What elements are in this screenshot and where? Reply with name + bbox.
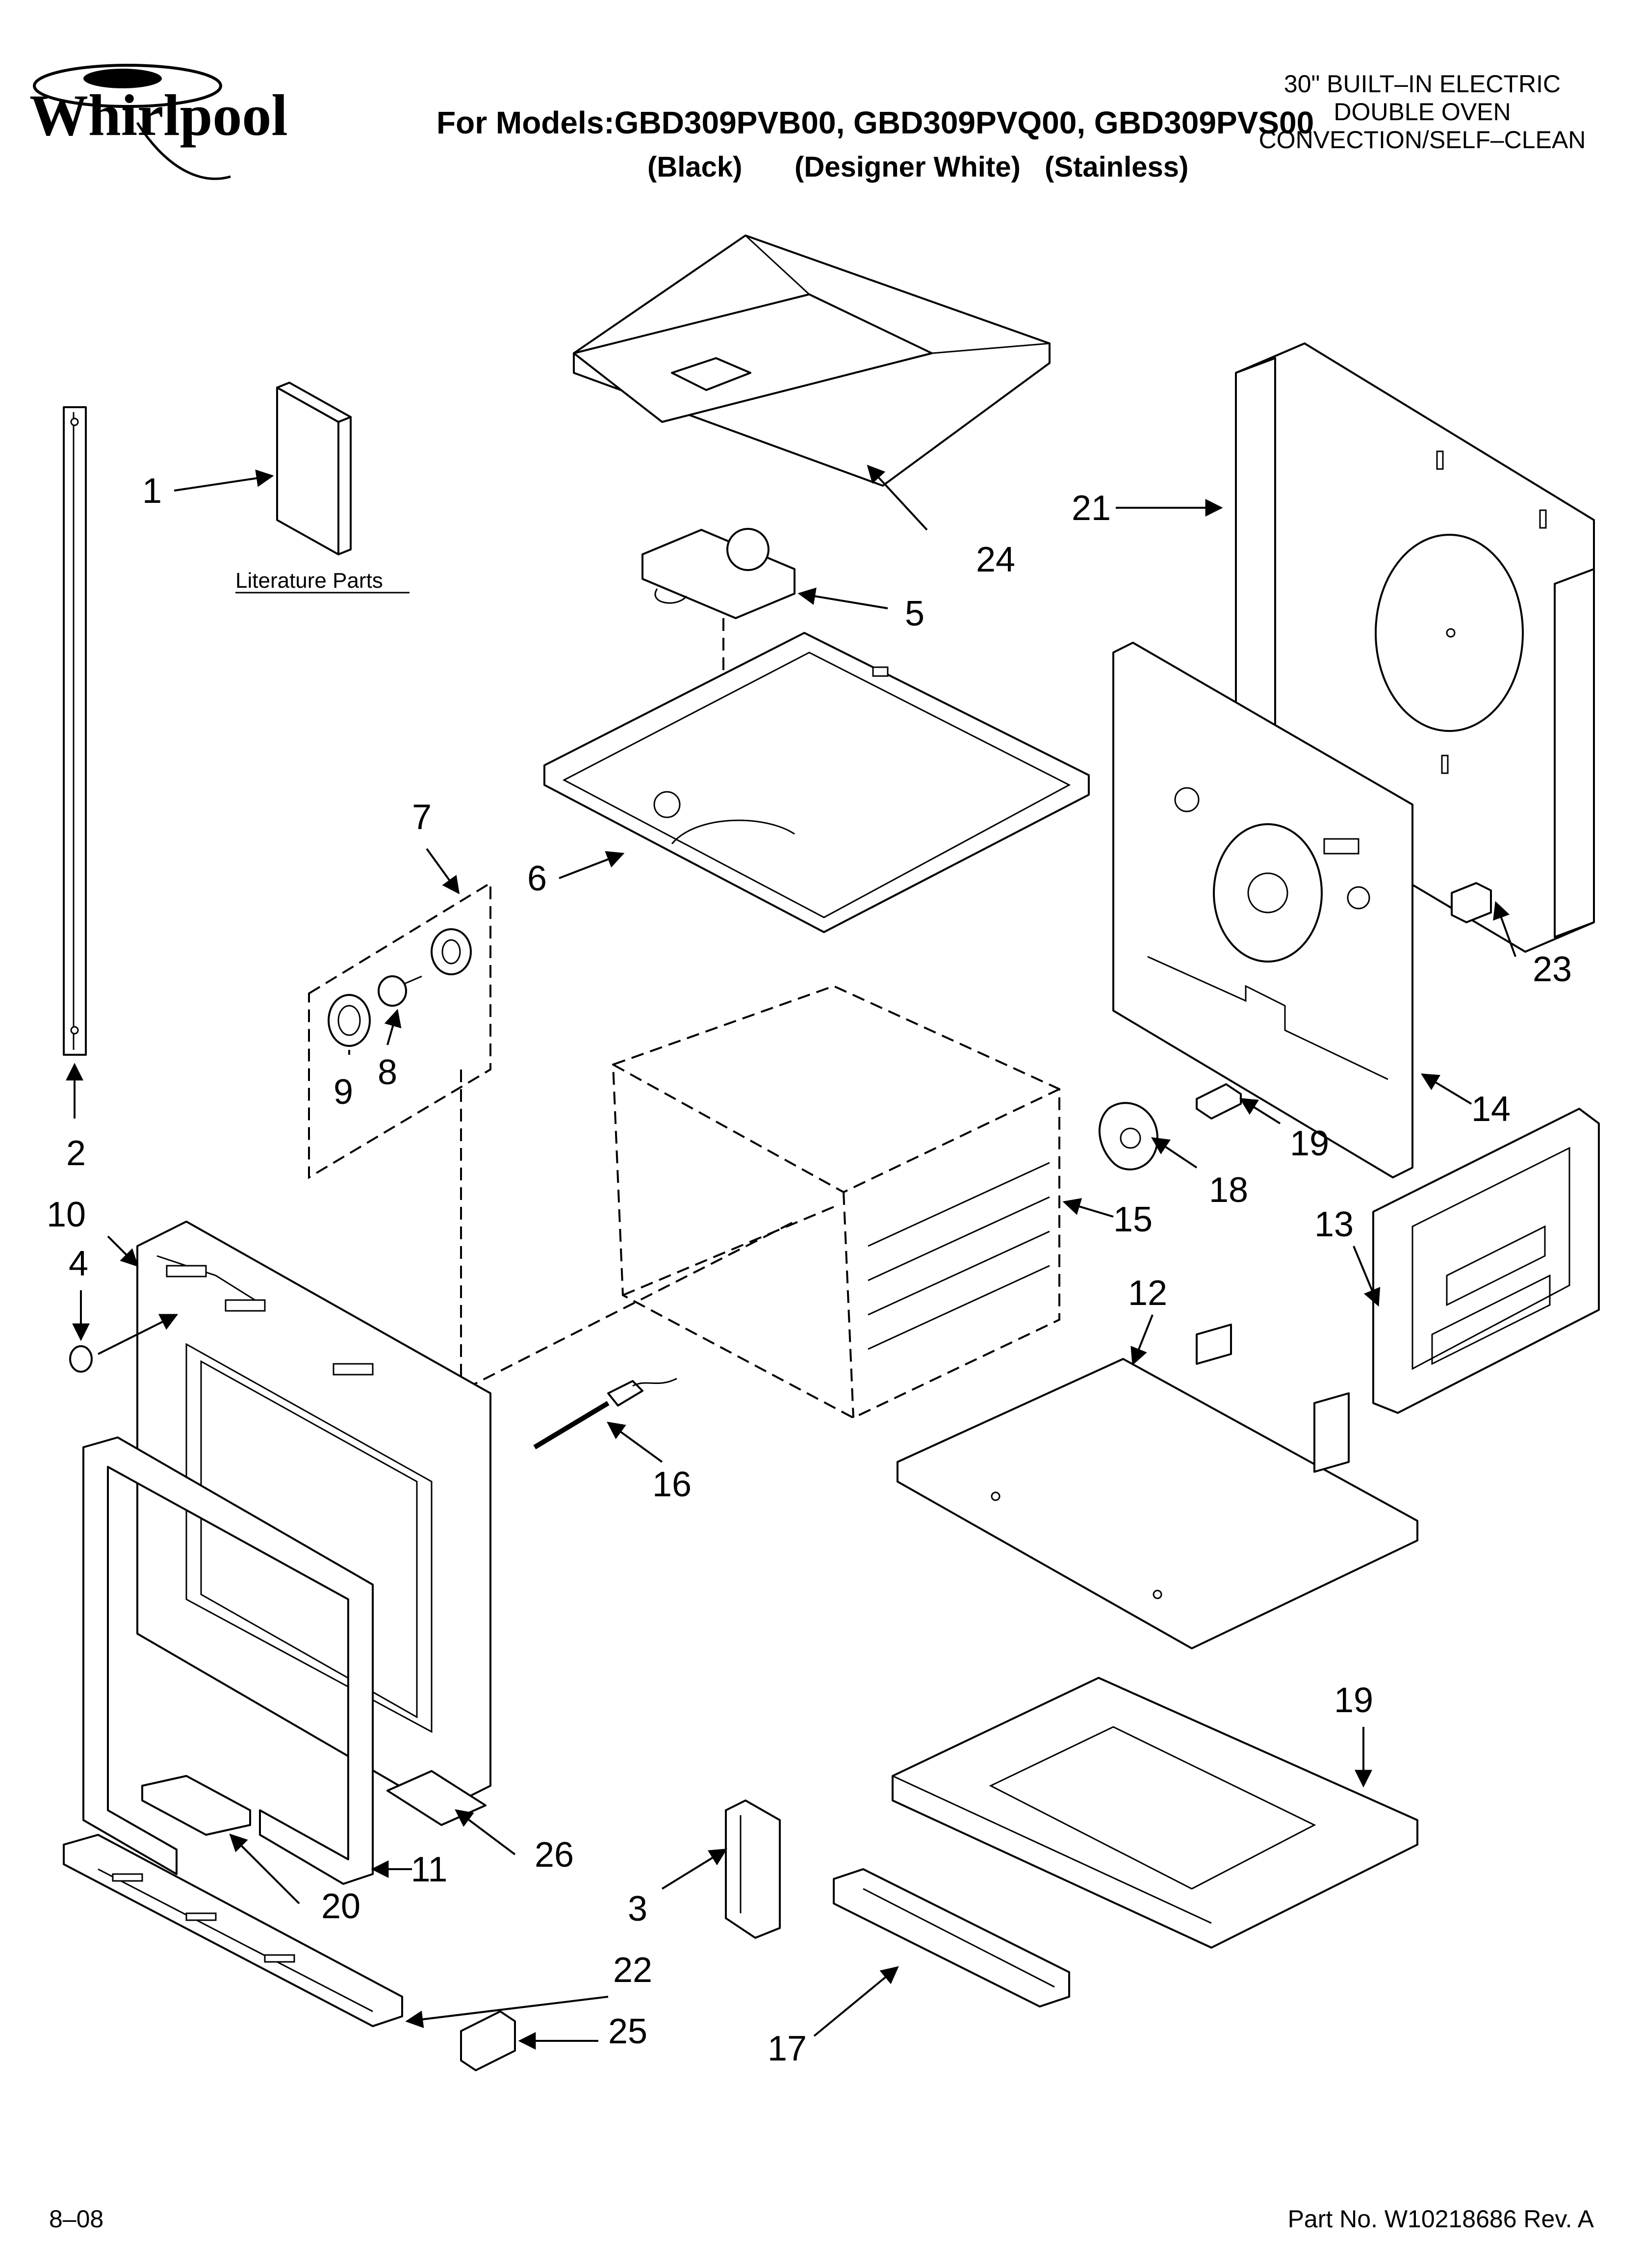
part-3-hinge [725,1799,781,1939]
part-23-bracket [1451,882,1492,923]
part-8-light-bulb [378,975,422,1007]
part-24-top-duct [573,235,1051,487]
description-line-2: DOUBLE OVEN [1334,98,1511,126]
brand-wordmark: Whirlpool [29,82,288,148]
part-13-side-panel [1372,1108,1600,1414]
footer-part-number: Part No. W10218686 Rev. A [1288,2205,1594,2233]
callout-10: 10 [47,1195,86,1234]
description-line-1: 30" BUILT–IN ELECTRIC [1284,70,1561,98]
literature-parts-label: Literature Parts [235,569,383,593]
part-18-thermostat [1098,1102,1158,1171]
callout-24: 24 [976,540,1015,579]
part-20-bracket [141,1775,251,1836]
color-black: (Black) [647,151,742,183]
callout-19-lower: 19 [1334,1681,1373,1720]
part-6-top-panel [543,632,1090,933]
callout-16: 16 [652,1465,692,1504]
part-7-light-group-outline [308,881,491,1179]
callout-5: 5 [905,594,924,633]
callout-8: 8 [378,1053,397,1092]
callout-13: 13 [1314,1205,1354,1244]
part-25-clip [460,2010,516,2071]
callout-22: 22 [613,1951,652,1990]
callout-15: 15 [1113,1200,1153,1239]
part-17-rail [833,1868,1070,2007]
part-16-temp-sensor [533,1378,677,1450]
callout-1: 1 [142,471,162,511]
callout-4: 4 [69,1244,88,1283]
callout-23: 23 [1533,950,1572,989]
part-2-side-trim [63,406,87,1056]
part-11-gasket [82,1436,374,1885]
callout-26: 26 [535,1835,574,1875]
part-10-front-frame [136,1221,491,1811]
callout-arrows [66,465,1516,2050]
part-9-light-lens [328,994,371,1047]
part-7-light-socket [431,928,472,975]
callout-18: 18 [1209,1171,1248,1210]
callout-17: 17 [768,2029,807,2068]
color-stainless: (Stainless) [1045,151,1188,183]
callout-11: 11 [411,1850,448,1889]
part-5-control-assembly [641,528,795,619]
callout-21: 21 [1072,489,1111,528]
part-4-screw [69,1345,93,1373]
part-12-shield [897,1324,1418,1649]
part-15-oven-liner [612,985,1060,1419]
color-designer-white: (Designer White) [795,151,1021,183]
callout-6: 6 [527,859,547,898]
callout-9: 9 [334,1072,353,1112]
callout-20: 20 [321,1887,360,1926]
part-22-bottom-trim [63,1834,403,2027]
models-line: For Models:GBD309PVB00, GBD309PVQ00, GBD… [436,105,1314,140]
callout-25: 25 [608,2012,647,2051]
callout-12: 12 [1128,1274,1167,1313]
footer-date: 8–08 [49,2205,103,2233]
part-14-convection-back [1112,642,1413,1178]
part-19-sensor [1196,1083,1242,1120]
description-line-3: CONVECTION/SELF–CLEAN [1259,126,1586,154]
callout-3: 3 [628,1889,647,1929]
callout-numbers: 1 2 3 4 5 6 7 8 9 10 11 12 13 14 15 16 1… [47,471,1572,2068]
callout-14: 14 [1471,1090,1511,1129]
part-1-literature [276,382,352,555]
callout-19-upper: 19 [1290,1124,1329,1163]
part-19-bottom-pan [892,1677,1418,1949]
callout-2: 2 [66,1134,86,1173]
callout-7: 7 [412,798,432,837]
whirlpool-logo: Whirlpool [29,64,288,180]
